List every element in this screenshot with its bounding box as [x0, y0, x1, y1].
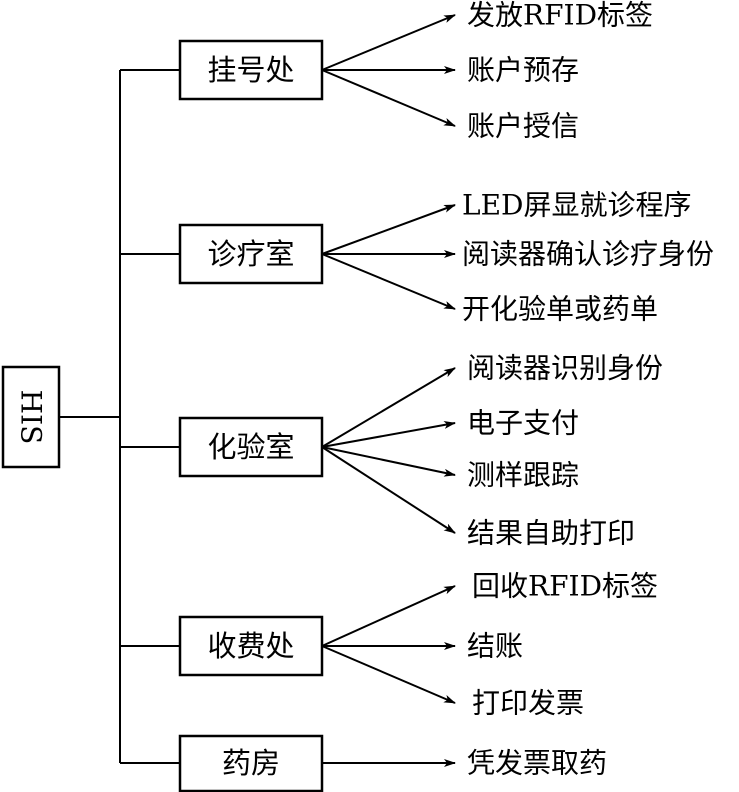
department-label: 挂号处	[207, 53, 294, 87]
connectors	[59, 14, 456, 767]
function-label: 阅读器确认诊疗身份	[462, 238, 714, 271]
root-box	[1, 365, 61, 469]
department-clinic: 诊疗室	[178, 223, 324, 285]
function-label: 发放RFID标签	[467, 0, 653, 32]
function-arrow	[321, 421, 456, 448]
function-label: 结果自助打印	[467, 517, 635, 550]
function-label: LED屏显就诊程序	[462, 189, 691, 222]
function-label: 测样跟踪	[467, 459, 579, 492]
function-list: 发放RFID标签 账户预存 账户授信 LED屏显就诊程序 阅读器确认诊疗身份 开…	[462, 0, 714, 780]
function-arrow	[321, 253, 456, 310]
root-node: HIS	[1, 365, 61, 469]
department-registration: 挂号处	[178, 39, 324, 101]
department-label: 药房	[222, 746, 280, 780]
department-label: 收费处	[207, 629, 294, 663]
function-label: 账户授信	[467, 110, 579, 143]
department-cashier: 收费处	[178, 615, 324, 677]
function-label: 凭发票取药	[467, 747, 607, 780]
department-pharmacy: 药房	[178, 734, 324, 792]
function-label: 电子支付	[467, 407, 579, 440]
department-label: 化验室	[207, 430, 294, 464]
function-arrow	[321, 585, 456, 647]
function-label: 阅读器识别身份	[467, 352, 663, 385]
department-box	[178, 39, 324, 101]
function-arrow	[321, 645, 456, 704]
function-label: 回收RFID标签	[472, 570, 658, 603]
department-laboratory: 化验室	[178, 416, 324, 478]
department-box	[178, 223, 324, 285]
department-label: 诊疗室	[207, 237, 294, 271]
function-arrow	[321, 446, 456, 534]
function-arrow	[321, 367, 456, 448]
function-label: 结账	[467, 630, 523, 663]
root-label: HIS	[15, 390, 48, 445]
function-arrow	[321, 446, 456, 477]
function-arrow	[321, 14, 456, 71]
department-box	[178, 734, 324, 792]
function-label: 打印发票	[472, 687, 584, 720]
function-arrow	[321, 69, 456, 127]
function-label: 开化验单或药单	[462, 293, 658, 326]
department-box	[178, 416, 324, 478]
function-arrow	[321, 204, 456, 255]
department-box	[178, 615, 324, 677]
function-label: 账户预存	[467, 54, 579, 87]
